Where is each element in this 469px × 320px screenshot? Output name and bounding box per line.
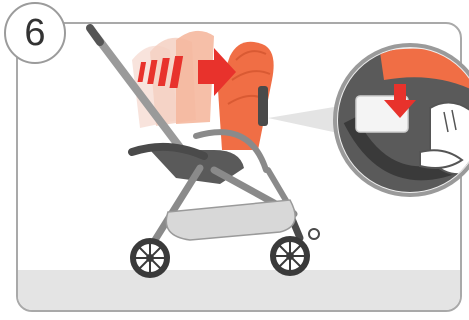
front-wheel: [273, 239, 307, 273]
rear-wheel: [133, 241, 167, 275]
step-number-badge: 6: [4, 2, 66, 64]
detail-zoom-circle: [335, 40, 469, 200]
front-swivel-icon: [309, 229, 319, 239]
basket: [166, 200, 295, 240]
handlebar-grip: [90, 28, 100, 42]
